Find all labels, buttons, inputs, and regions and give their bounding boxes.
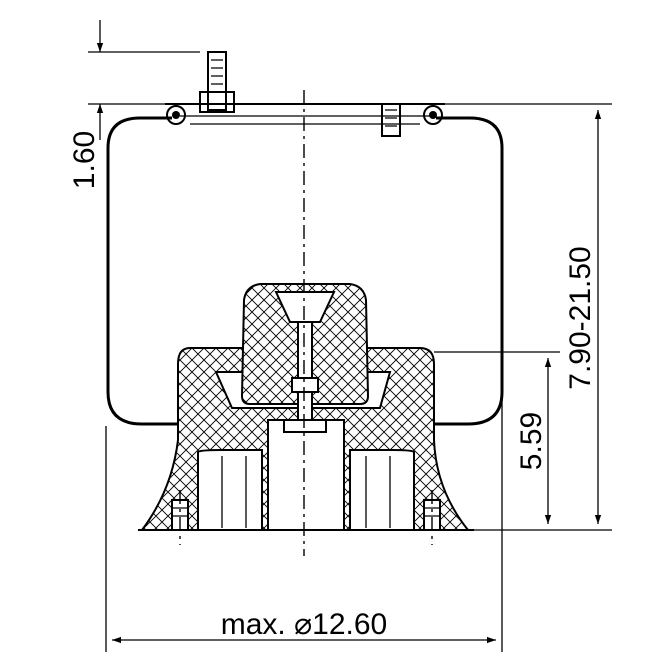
dim-label-height-range: 7.90-21.50 [564, 246, 597, 389]
dim-top-plate [88, 20, 200, 140]
bumper-screw [283, 377, 327, 433]
dim-label-top-plate: 1.60 [68, 131, 101, 189]
dim-overall-height [445, 103, 612, 531]
bellows [106, 116, 504, 426]
dim-label-max-diameter: max. ⌀12.60 [221, 608, 387, 641]
dim-piston-height [434, 351, 560, 524]
top-stud [199, 51, 235, 113]
dim-label-piston-height: 5.59 [515, 412, 548, 470]
air-fitting [381, 103, 401, 137]
center-lines [179, 90, 433, 556]
dim-max-diameter [105, 396, 503, 652]
